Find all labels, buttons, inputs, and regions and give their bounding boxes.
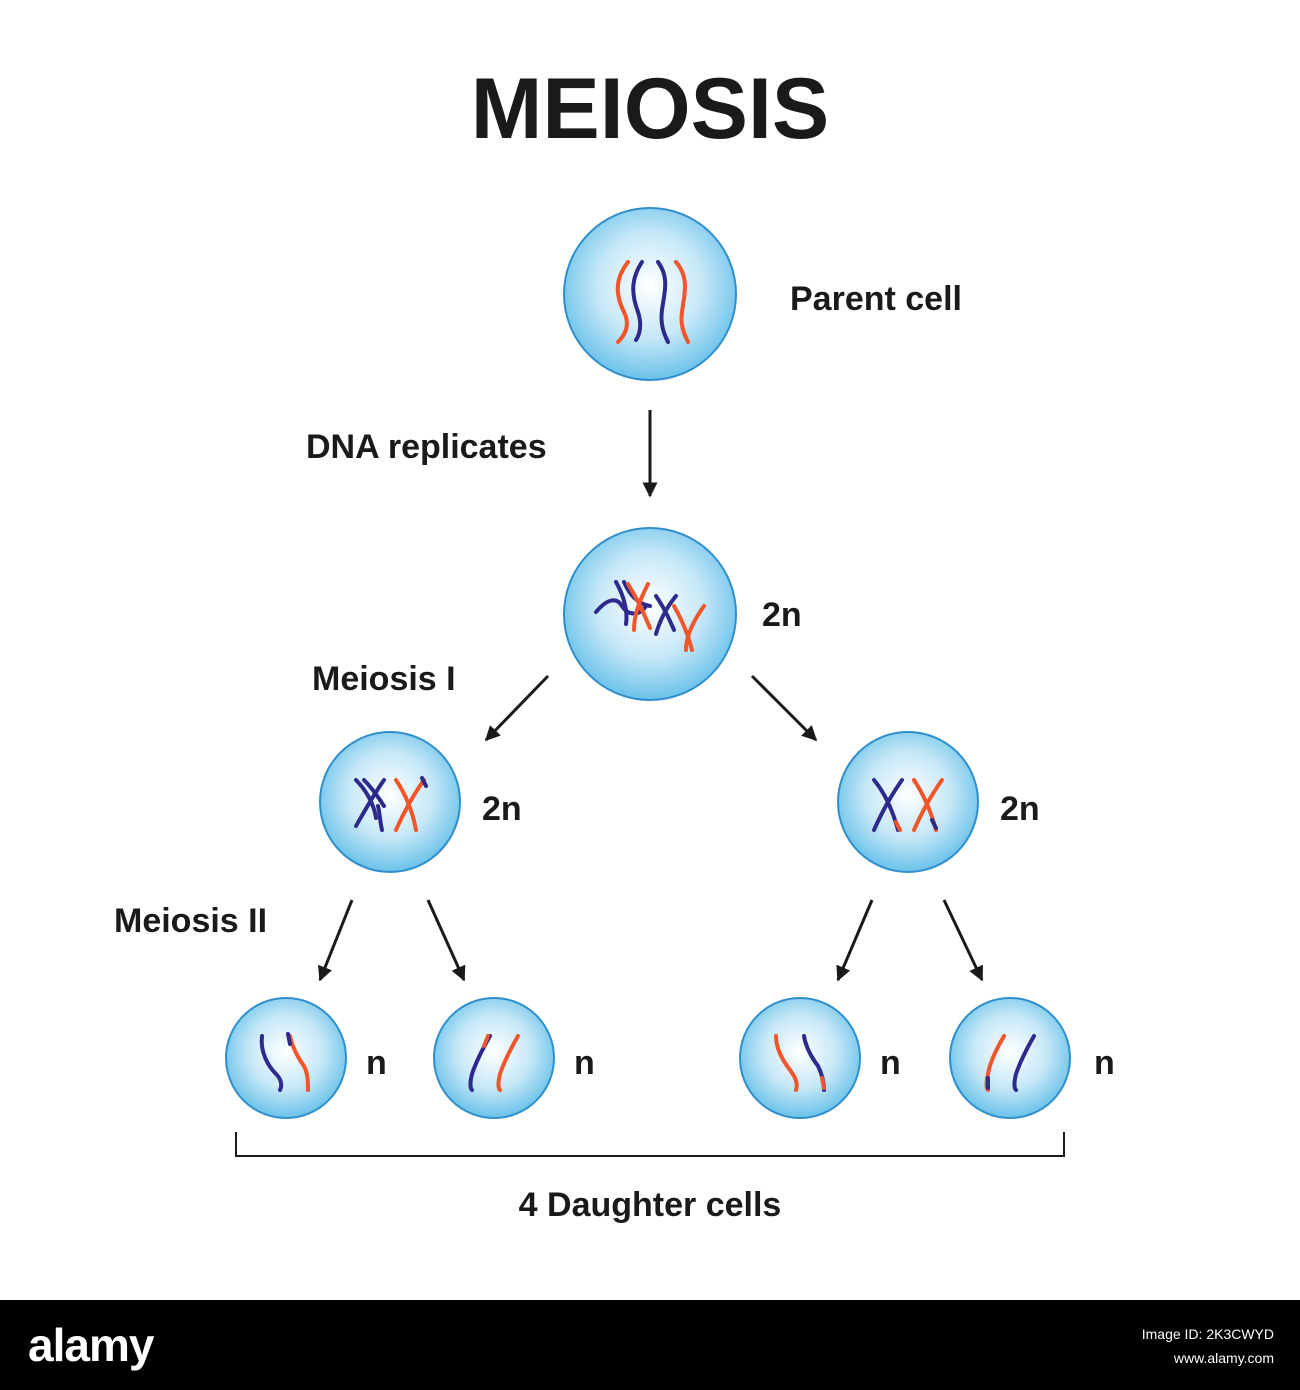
watermark-footer: alamy Image ID: 2K3CWYD www.alamy.com	[0, 1300, 1300, 1390]
daughter-cell-2-ploidy-label: n	[574, 1044, 595, 1082]
daughter-cell-2	[433, 997, 555, 1119]
daughter-cell-3-ploidy-label: n	[880, 1044, 901, 1082]
meiosis-1-right-ploidy-label: 2n	[1000, 790, 1040, 828]
meiosis-2-label: Meiosis II	[114, 902, 267, 940]
dna-replicates-label: DNA replicates	[306, 428, 547, 466]
image-info: Image ID: 2K3CWYD www.alamy.com	[1142, 1322, 1274, 1370]
replicated-cell	[563, 527, 737, 701]
image-id-text: Image ID: 2K3CWYD	[1141, 1326, 1274, 1342]
meiosis-1-right-cell	[837, 731, 979, 873]
parent-cell-label: Parent cell	[790, 280, 962, 318]
daughter-cell-1-ploidy-label: n	[366, 1044, 387, 1082]
meiosis-diagram: MEIOSIS Parent cell DNA replicates 2n Me…	[114, 61, 1115, 1224]
daughter-cells-bracket	[235, 1132, 1065, 1157]
replicated-cell-ploidy-label: 2n	[762, 596, 802, 634]
daughter-cell-4	[949, 997, 1071, 1119]
daughter-cell-4-ploidy-label: n	[1094, 1044, 1115, 1082]
meiosis-2-arrow-4	[942, 899, 984, 982]
meiosis-1-right-arrow	[750, 674, 818, 742]
meiosis-1-label: Meiosis I	[312, 660, 456, 698]
parent-cell	[563, 207, 737, 381]
meiosis-2-arrow-2	[426, 899, 466, 982]
meiosis-1-left-ploidy-label: 2n	[482, 790, 522, 828]
meiosis-1-left-arrow	[484, 674, 550, 742]
meiosis-2-arrow-1	[318, 899, 354, 982]
daughter-cell-3	[739, 997, 861, 1119]
meiosis-1-left-cell	[319, 731, 461, 873]
daughter-cells-label: 4 Daughter cells	[519, 1186, 782, 1224]
page-title: MEIOSIS	[471, 61, 829, 157]
daughter-cell-1	[225, 997, 347, 1119]
site-url-text: www.alamy.com	[1173, 1350, 1274, 1366]
meiosis-2-arrow-3	[836, 899, 874, 982]
alamy-logo: alamy	[28, 1319, 154, 1371]
